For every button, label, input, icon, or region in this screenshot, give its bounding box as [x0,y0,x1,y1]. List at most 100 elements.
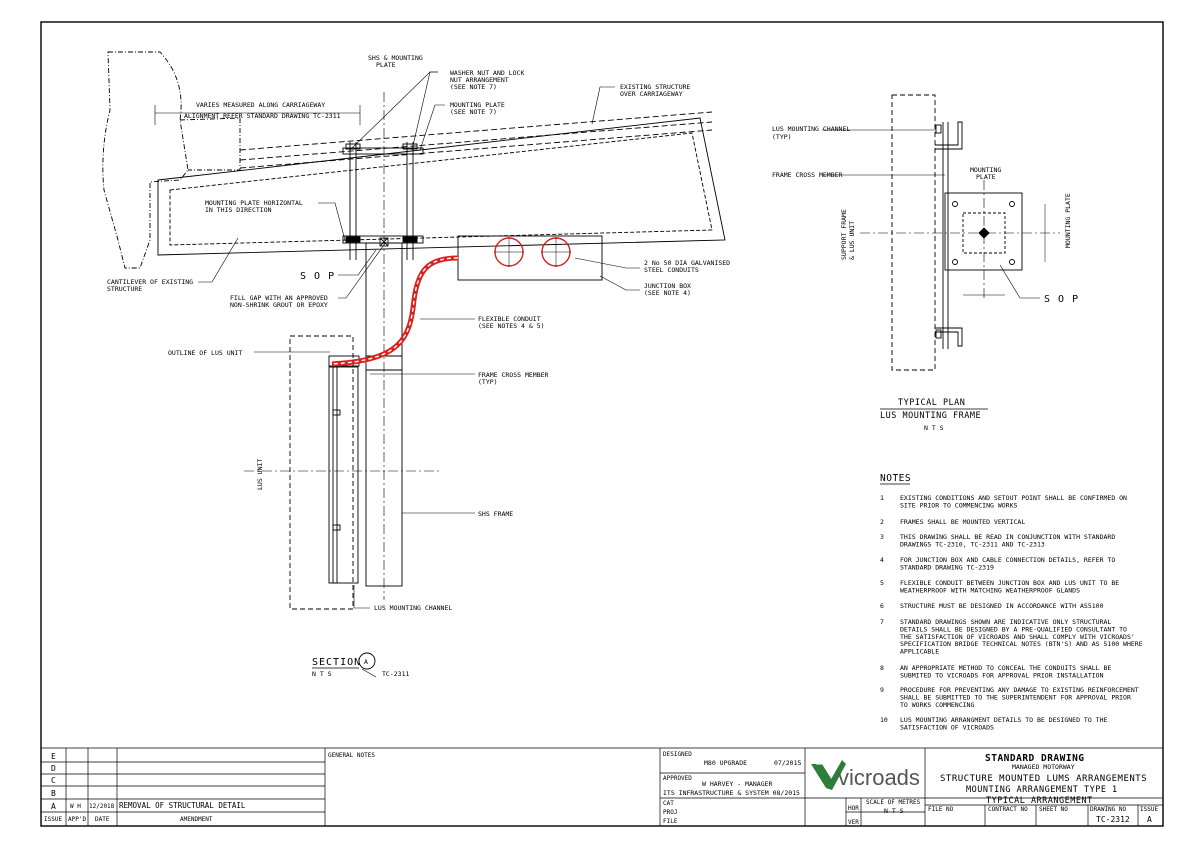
note-number: 7 [880,618,884,626]
note-text: SPECIFICATION BRIDGE TECHNICAL NOTES (BT… [900,640,1143,648]
designed-label: DESIGNED [663,751,692,758]
label-plan-lus-channel: LUS MOUNTING CHANNEL [772,125,850,133]
designed-value: M80 UPGRADE [704,759,747,767]
issue-b: B [51,789,56,798]
contract-no-label: CONTRACT NO [988,806,1028,813]
issue-value: A [1147,815,1152,824]
label-lus-unit: LUS UNIT [256,459,264,490]
label-cantilever-2: STRUCTURE [107,285,142,293]
header-appd: APP'D [68,816,86,823]
note-number: 8 [880,664,884,672]
label-conduits-2: STEEL CONDUITS [644,266,699,274]
note-text: EXISTING CONDITIONS AND SETOUT POINT SHA… [900,494,1127,502]
note-text: FLEXIBLE CONDUIT BETWEEN JUNCTION BOX AN… [900,579,1119,587]
note-text: STANDARD DRAWINGS SHOWN ARE INDICATIVE O… [900,618,1111,626]
file-label: FILE [663,818,678,825]
plan-title-2: LUS MOUNTING FRAME [880,411,981,421]
plan-nts: N T S [924,424,944,432]
label-plan-frame-cross: FRAME CROSS MEMBER [772,171,843,179]
label-washer-3: (SEE NOTE 7) [450,83,497,91]
section-drawing [102,51,726,610]
general-notes: GENERAL NOTES [328,752,375,759]
drawing-no: TC-2312 [1096,815,1130,824]
note-text: THE SATISFACTION OF VICROADS AND SHALL C… [900,633,1135,641]
svg-text:TC-2311: TC-2311 [382,670,409,678]
approved-org: ITS INFRASTRUCTURE & SYSTEM 08/2015 [663,789,800,797]
drawing-title-1: STRUCTURE MOUNTED LUMS ARRANGEMENTS [940,774,1147,784]
note-text: THIS DRAWING SHALL BE READ IN CONJUNCTIO… [900,533,1115,541]
drawing-title-3: TYPICAL ARRANGEMENT [986,796,1093,806]
label-varies-2: ALIGNMENT REFER STANDARD DRAWING TC-2311 [184,112,341,120]
title-block [41,747,1163,826]
standard-drawing: STANDARD DRAWING [985,753,1085,764]
label-existing-structure: EXISTING STRUCTURE [620,83,691,91]
note-number: 6 [880,602,884,610]
note-text: PROCEDURE FOR PREVENTING ANY DAMAGE TO E… [900,686,1139,694]
label-varies: VARIES MEASURED ALONG CARRIAGEWAY [196,101,325,109]
label-sop-plan: S O P [1044,294,1079,305]
issue-a-date: 12/2018 [89,803,115,810]
label-plan-support-2: & LUS UNIT [848,221,856,260]
cat-label: CAT [663,800,674,807]
note-text: DRAWINGS TC-2310, TC-2311 AND TC-2313 [900,540,1045,548]
note-text: FOR JUNCTION BOX AND CABLE CONNECTION DE… [900,556,1115,564]
note-number: 9 [880,686,884,694]
label-washer: WASHER NUT AND LOCK [450,69,524,77]
managed-motorway: MANAGED MOTORWAY [1012,763,1075,771]
proj-label: PROJ [663,809,677,816]
issue-a: A [51,802,56,811]
note-text: AN APPROPRIATE METHOD TO CONCEAL THE CON… [900,664,1111,672]
issue-a-by: W H [70,803,81,810]
note-number: 2 [880,518,884,526]
label-junction-box: JUNCTION BOX [644,282,691,290]
label-plan-cl-plate: MOUNTING [970,166,1001,174]
vicroads-logo: vicroads [811,760,920,790]
sheet-no-label: SHEET NO [1039,806,1068,813]
label-plan-cl-plate-2: PLATE [976,173,996,181]
label-mounting-plate: MOUNTING PLATE [450,101,505,109]
label-conduits: 2 No 50 DIA GALVANISED [644,259,730,267]
hor-label: HOR [848,805,859,812]
file-no-label: FILE NO [928,806,954,813]
label-lus-channel: LUS MOUNTING CHANNEL [374,604,452,612]
label-outline-lus: OUTLINE OF LUS UNIT [168,349,242,357]
label-junction-box-2: (SEE NOTE 4) [644,289,691,297]
label-flexible-conduit: FLEXIBLE CONDUIT [478,315,541,323]
svg-text:SECTION: SECTION [312,657,361,668]
note-text: STANDARD DRAWING TC-2319 [900,563,994,571]
issue-a-amendment: REMOVAL OF STRUCTURAL DETAIL [119,801,246,810]
note-number: 5 [880,579,884,587]
label-frame-cross-section: FRAME CROSS MEMBER [478,371,549,379]
label-existing-structure-2: OVER CARRIAGEWAY [620,90,683,98]
label-shs-cl: SHS & MOUNTING [368,54,423,62]
notes-heading: NOTES [880,473,911,484]
note-text: STRUCTURE MUST BE DESIGNED IN ACCORDANCE… [900,602,1104,610]
label-fill-gap-2: NON-SHRINK GROUT OR EPOXY [230,301,328,309]
note-text: SATISFACTION OF VICROADS [900,723,994,731]
issue-c: C [51,776,56,785]
label-plate-horizontal: MOUNTING PLATE HORIZONTAL [205,199,303,207]
label-fill-gap: FILL GAP WITH AN APPROVED [230,294,328,302]
plan-drawing [860,94,1060,371]
note-text: SHALL BE SUBMITTED TO THE SUPERINTENDENT… [900,693,1131,701]
label-cantilever: CANTILEVER OF EXISTING [107,278,193,286]
note-number: 3 [880,533,884,541]
label-sop-section: S O P [300,271,335,282]
label-mounting-plate-2: (SEE NOTE 7) [450,108,497,116]
svg-text:A: A [364,658,368,666]
header-issue: ISSUE [44,816,62,823]
note-text: TO WORKS COMMENCING [900,701,974,709]
drawing-title-2: MOUNTING ARRANGEMENT TYPE 1 [966,785,1118,795]
note-text: LUS MOUNTING ARRANGMENT DETAILS TO BE DE… [900,716,1107,724]
label-plan-lus-channel-2: (TYP) [772,133,792,141]
approved-value: W HARVEY - MANAGER [702,780,773,788]
note-text: APPLICABLE [900,648,939,656]
label-frame-cross-section-2: (TYP) [478,378,498,386]
label-flexible-conduit-2: (SEE NOTES 4 & 5) [478,322,545,330]
issue-d: D [51,764,56,773]
label-plan-mounting-plate: MOUNTING PLATE [1064,193,1072,248]
label-shs-frame: SHS FRAME [478,510,513,518]
plan-title: TYPICAL PLAN [898,398,965,408]
